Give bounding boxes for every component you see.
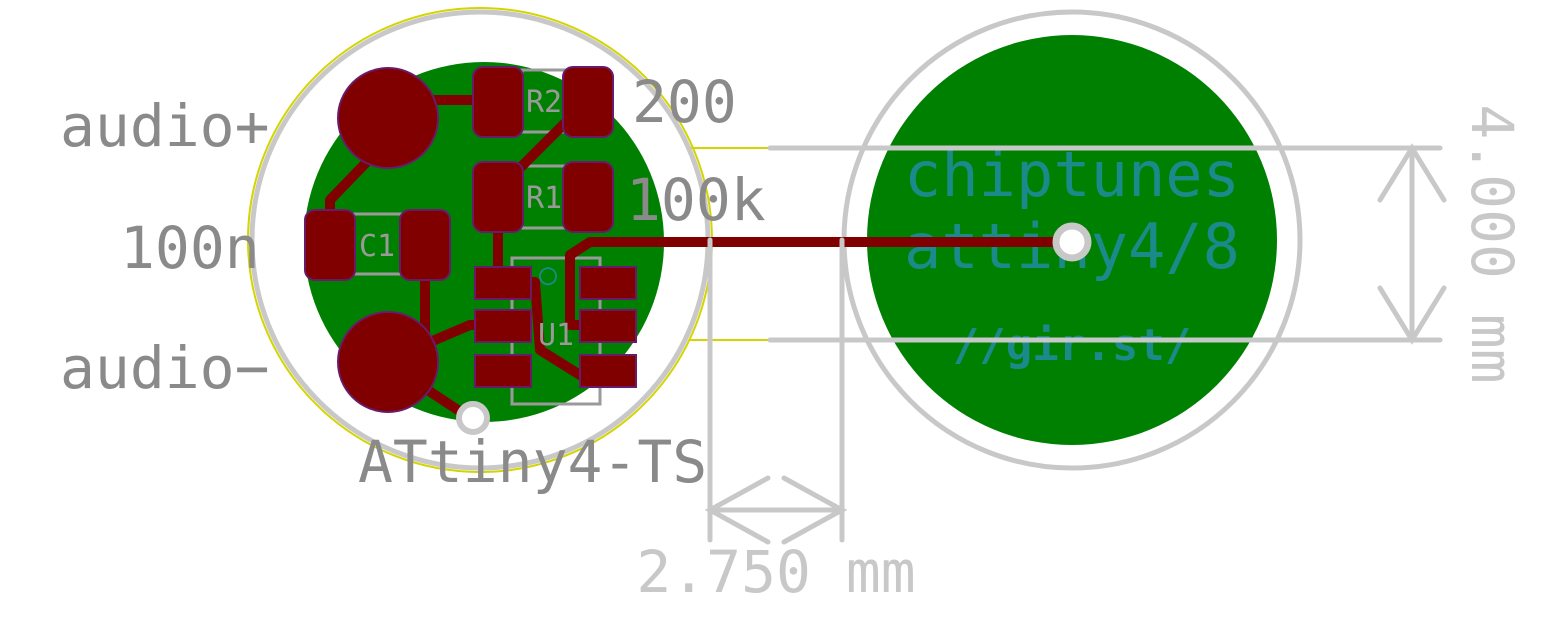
pad-ic-3	[474, 354, 532, 388]
refdes-r2: R2	[526, 85, 562, 120]
label-r1-value: 100k	[626, 166, 766, 234]
refdes-c1: C1	[359, 229, 395, 264]
refdes-r1: R1	[526, 181, 562, 216]
dimension-height-text: 4.000 mm	[1458, 104, 1526, 383]
ic-pin1-mark: ○	[539, 257, 557, 292]
pad-ic-2	[474, 309, 532, 343]
label-r2-value: 200	[632, 68, 737, 136]
pad-audio-minus	[337, 311, 439, 413]
pad-r1-2	[562, 161, 614, 233]
pad-ic-6	[579, 354, 637, 388]
refdes-ic: U1	[538, 318, 574, 353]
pad-c1-2	[399, 209, 451, 281]
pad-ic-1	[474, 266, 532, 300]
dimension-width-text: 2.750 mm	[636, 538, 915, 606]
pad-r2-2	[562, 66, 614, 138]
pad-audio-plus	[337, 67, 439, 169]
pad-r2-1	[472, 66, 524, 138]
label-ic-value: ATtiny4-TS	[358, 428, 707, 496]
label-audio-minus: audio−	[60, 334, 270, 402]
via-right	[1052, 222, 1092, 262]
pad-r1-1	[472, 161, 524, 233]
pad-c1-1	[304, 209, 356, 281]
label-cap-value: 100n	[120, 214, 260, 282]
pad-ic-5	[579, 309, 637, 343]
silk-line-3: //gir.st/	[953, 320, 1191, 371]
dimension-lines	[704, 143, 1447, 545]
pads	[304, 66, 637, 413]
label-audio-plus: audio+	[60, 92, 270, 160]
pad-ic-4	[579, 266, 637, 300]
via-left	[456, 401, 490, 435]
